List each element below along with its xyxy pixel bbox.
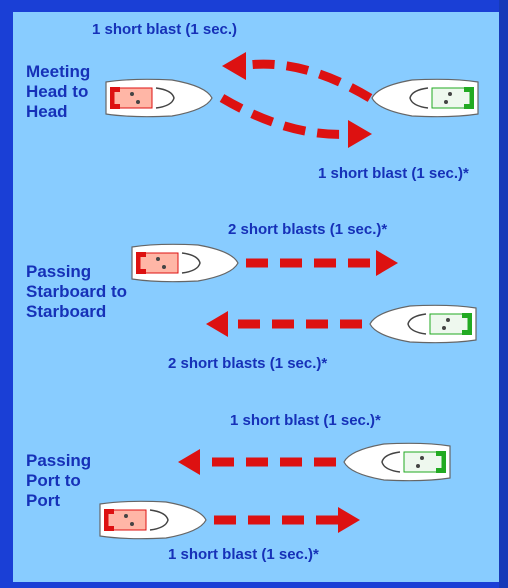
motorboat-red-stern-icon xyxy=(105,78,213,118)
s2-title-line-2: Starboard to xyxy=(26,282,128,301)
s3-title-line-3: Port xyxy=(26,491,60,510)
dashed-red-arrow-icon xyxy=(214,507,360,533)
motorboat-green-stern-icon xyxy=(371,78,479,118)
s3-title: Passing Port to Port xyxy=(26,451,91,511)
motorboat-green-stern-icon xyxy=(343,442,451,482)
s2-title: Passing Starboard to Starboard xyxy=(26,262,127,322)
motorboat-red-stern-icon xyxy=(99,500,207,540)
dashed-red-arrow-icon xyxy=(178,449,336,475)
s2-bottom-label: 2 short blasts (1 sec.)* xyxy=(168,355,328,372)
s1-top-label: 1 short blast (1 sec.) xyxy=(92,21,238,38)
s1-title-line-3: Head xyxy=(26,102,68,121)
s3-title-line-2: Port to xyxy=(26,471,81,490)
s3-bottom-label: 1 short blast (1 sec.)* xyxy=(168,546,319,563)
s2-title-line-3: Starboard xyxy=(26,302,107,321)
s2-title-line-1: Passing xyxy=(26,262,92,281)
dashed-red-arrow-icon xyxy=(206,311,362,337)
s2-top-label: 2 short blasts (1 sec.)* xyxy=(228,221,388,238)
s3-top-label: 1 short blast (1 sec.)* xyxy=(230,412,381,429)
dashed-red-arrow-icon xyxy=(222,52,373,102)
s1-title-line-2: Head to xyxy=(26,82,89,101)
s3-title-line-1: Passing xyxy=(26,451,92,470)
motorboat-red-stern-icon xyxy=(131,243,239,283)
s1-title-line-1: Meeting xyxy=(26,62,91,81)
s1-bottom-label: 1 short blast (1 sec.)* xyxy=(318,165,469,182)
s1-title: Meeting Head to Head xyxy=(26,62,90,122)
dashed-red-arrow-icon xyxy=(219,94,372,148)
dashed-red-arrow-icon xyxy=(246,250,398,276)
right-border xyxy=(499,0,508,588)
motorboat-green-stern-icon xyxy=(369,304,477,344)
